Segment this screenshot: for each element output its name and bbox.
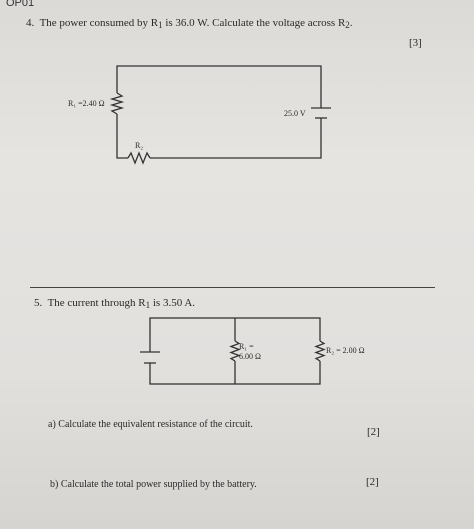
document-header-code: OP01: [6, 0, 35, 9]
question-4-circuit: [109, 65, 331, 165]
question-5-text-a: The current through R: [47, 297, 146, 309]
question-5-number: 5.: [34, 297, 43, 309]
question-4-marks: [3]: [409, 37, 422, 49]
question-4-number: 4.: [26, 17, 35, 29]
question-4-prompt: 4. The power consumed by R1 is 36.0 W. C…: [26, 17, 353, 30]
q5-r1-label-line1: R₁ =: [239, 342, 254, 351]
q4-wire-left-top: [116, 65, 322, 108]
question-4-text-b: is 36.0 W. Calculate the voltage across …: [162, 17, 346, 29]
question-5a-marks: [2]: [367, 426, 380, 438]
q4-wire-left-bottom: [116, 114, 128, 159]
question-5-circuit: [140, 317, 326, 385]
q4-r2-label: R₂: [135, 141, 144, 150]
q4-wire-bottom-right: [150, 118, 322, 159]
q5-r1-label: R₁ = 6.00 Ω: [239, 342, 261, 362]
q4-battery-label: 25.0 V: [284, 109, 306, 118]
question-5-sub-1: 1: [145, 300, 151, 310]
q5-r1-label-line2: 6.00 Ω: [239, 352, 261, 361]
q4-resistor-r2: [127, 151, 151, 165]
question-5-text-b: is 3.50 A.: [150, 297, 196, 309]
question-5b-text: b) Calculate the total power supplied by…: [50, 479, 257, 490]
q4-resistor-r1: [109, 92, 125, 115]
question-5b-marks: [2]: [366, 476, 379, 488]
question-4-sub-2: 2: [345, 20, 350, 30]
q5-resistor-r1: [229, 340, 241, 362]
question-4-text-c: .: [349, 17, 353, 29]
q5-resistor-r2: [314, 340, 326, 362]
question-4-text-a: The power consumed by R: [39, 17, 159, 29]
question-4-sub-1: 1: [158, 20, 163, 30]
question-5-prompt: 5. The current through R1 is 3.50 A.: [34, 297, 195, 310]
q4-r1-label: R₁ =2.40 Ω: [68, 99, 105, 108]
question-5a-text: a) Calculate the equivalent resistance o…: [48, 419, 253, 430]
q5-r2-label: R₂ = 2.00 Ω: [326, 346, 365, 355]
section-divider: [30, 287, 435, 288]
